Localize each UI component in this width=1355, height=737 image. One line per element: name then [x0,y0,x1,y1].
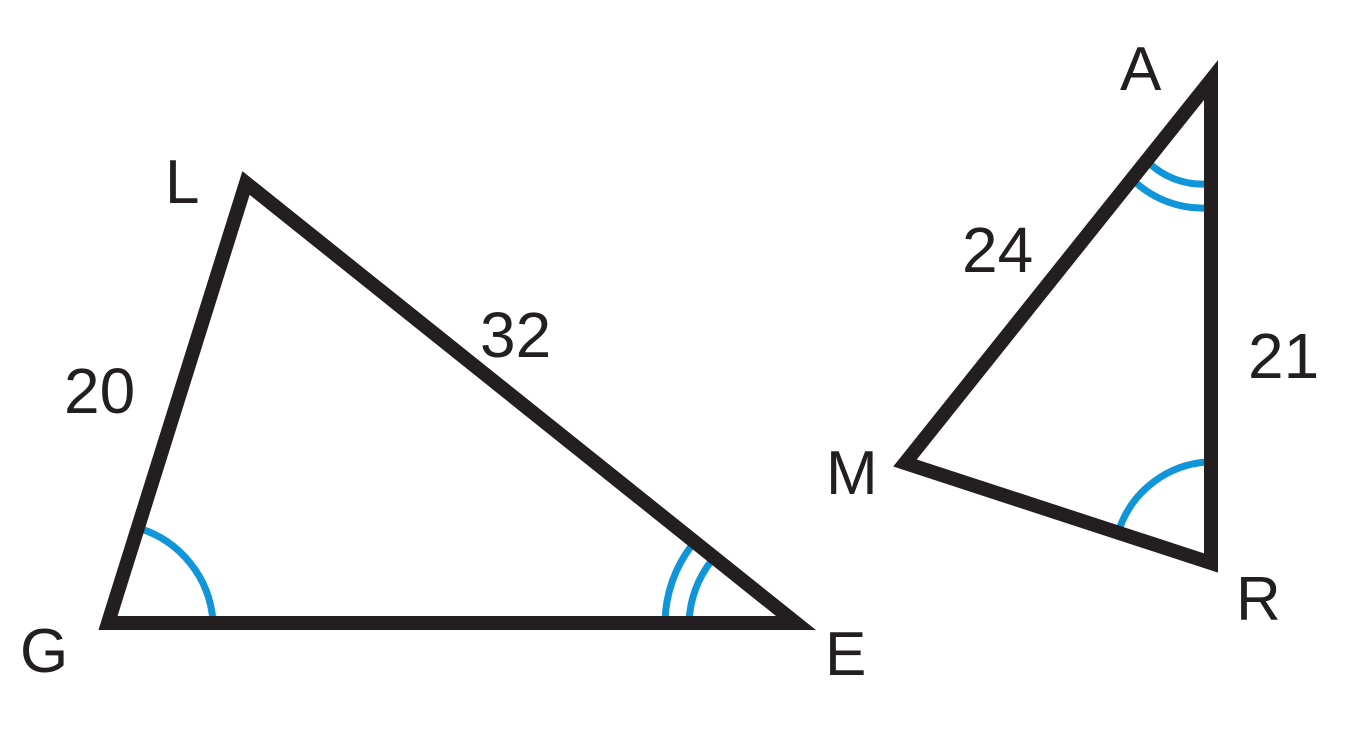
side-label-ar: 21 [1248,320,1319,392]
triangle-gle-outline [98,171,816,630]
arc-angle-a-outer [1130,177,1208,212]
arc-angle-e-inner [685,557,715,623]
vertex-label-l: L [165,148,199,217]
vertex-label-e: E [825,620,866,689]
arc-angle-g [136,524,217,623]
triangle-amr [893,60,1218,573]
vertex-label-m: M [826,439,878,508]
side-label-am: 24 [962,214,1033,286]
triangle-amr-outline [893,60,1218,573]
vertex-label-r: R [1236,565,1281,634]
side-label-le: 32 [480,299,551,371]
triangle-gle [98,171,816,630]
arc-angle-a-inner [1145,159,1208,188]
arc-angle-r [1116,458,1208,529]
arc-angle-e-outer [661,542,695,623]
side-label-gl: 20 [64,355,135,427]
vertex-label-a: A [1120,35,1162,104]
vertex-label-g: G [20,617,68,686]
